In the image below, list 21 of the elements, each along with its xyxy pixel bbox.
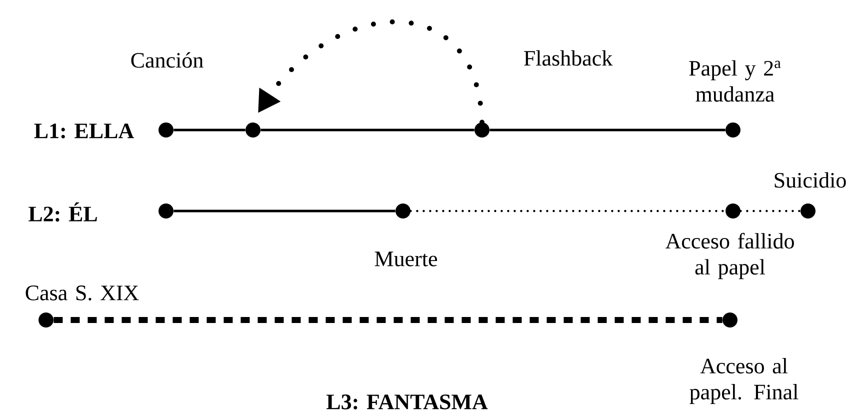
event-label: Muerte <box>374 252 437 266</box>
connector <box>174 210 396 212</box>
event-label: Canción <box>131 52 204 68</box>
timeline-dot <box>158 204 174 218</box>
connector <box>54 317 722 323</box>
connector <box>410 210 726 212</box>
connector <box>490 128 726 132</box>
connector <box>740 210 802 212</box>
timeline-dot <box>158 122 174 138</box>
event-label: Papel y 2$^{a}$ mudanza <box>689 60 781 102</box>
event-label: Suicidio <box>774 172 846 188</box>
event-label: Flashback <box>524 50 613 66</box>
line-label: L2: ÉL <box>28 202 97 222</box>
event-label: Acceso fallido al papel <box>665 232 794 280</box>
event-label: Casa S. XIX <box>26 286 139 300</box>
connector <box>174 128 246 132</box>
connector <box>258 19 484 125</box>
event-label: Acceso al papel. Final <box>690 358 798 404</box>
line-label: L1: ELLA <box>34 124 134 138</box>
line-label: L3: FANTASMA <box>326 394 488 410</box>
connector <box>260 128 474 132</box>
